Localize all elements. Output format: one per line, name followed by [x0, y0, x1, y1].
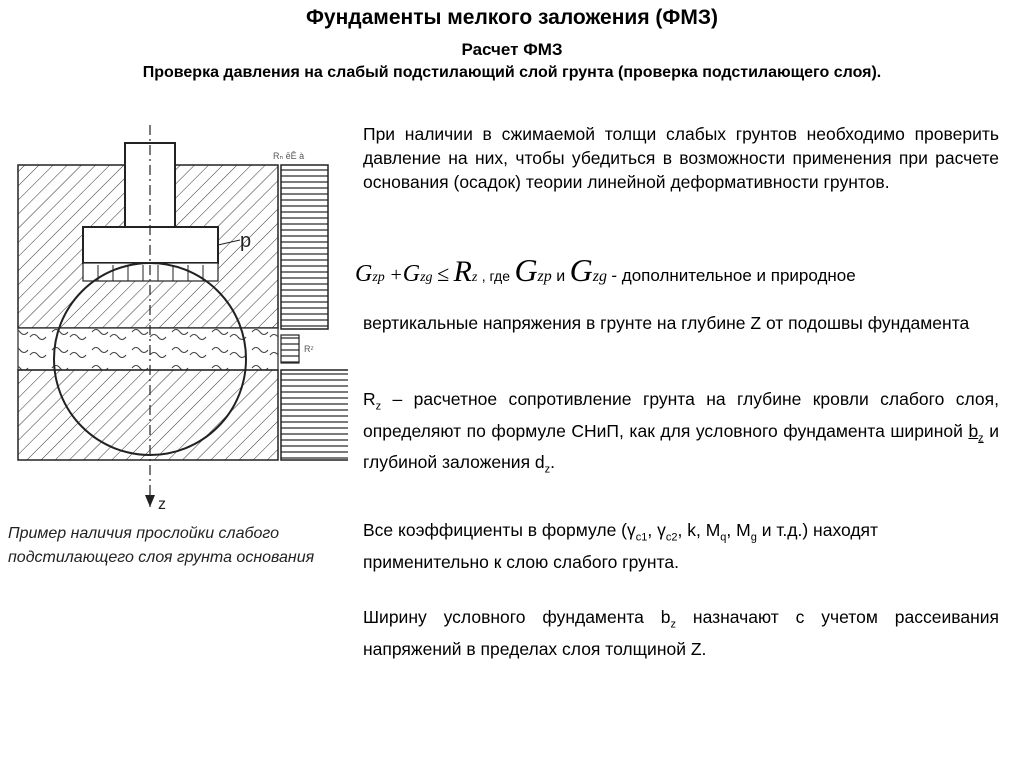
- paragraph-coefficients: Все коэффициенты в формуле (γc1, γc2, k,…: [363, 518, 999, 574]
- dz-symbol: d: [534, 452, 545, 472]
- formula-subr: z: [471, 270, 478, 285]
- page-title: Фундаменты мелкого заложения (ФМЗ): [306, 6, 718, 29]
- rz-text2: и глубиной заложения: [363, 420, 1000, 473]
- z-arrow-head: [145, 495, 155, 507]
- formula-and: и: [556, 268, 566, 285]
- paragraph-width: Ширину условного фундамента bz назначают…: [363, 605, 999, 661]
- coef-sub3: q: [720, 531, 727, 544]
- bz-symbol: b: [968, 420, 979, 441]
- formula-g2: G: [402, 261, 421, 287]
- coef-text3: , k, M: [677, 520, 721, 540]
- label-p: p: [240, 230, 251, 252]
- width-sub1: z: [670, 618, 677, 631]
- rz-symbol: R: [363, 389, 376, 409]
- coef-text2: , γ: [647, 520, 666, 540]
- bz-subscript: z: [978, 432, 984, 444]
- lower-soil-layer: [17, 369, 279, 461]
- formula-g4: G: [569, 252, 593, 288]
- label-r2: Rᶻ: [304, 344, 314, 354]
- coef-text4: , M: [726, 520, 751, 540]
- paragraph-intro: При наличии в сжимаемой толщи слабых гру…: [363, 124, 999, 192]
- rz-text1: – расчетное сопротивление грунта на глуб…: [363, 389, 999, 441]
- dz-subscript: z: [544, 463, 551, 476]
- coef-sub1: c1: [635, 531, 648, 544]
- rz-subscript: z: [375, 400, 382, 413]
- natural-stress-bar-weak: [280, 334, 300, 364]
- formula-line: Gzp +Gzg ≤ Rz , где Gzp и Gzg - дополнит…: [355, 252, 1023, 300]
- coef-text5: и т.д.) находят применительно к слою сла…: [363, 520, 879, 572]
- paragraph-rz: Rz – расчетное сопротивление грунта на г…: [363, 387, 999, 482]
- formula-sub4: zg: [592, 268, 607, 285]
- formula-g1: G: [355, 261, 373, 287]
- section-heading: Проверка давления на слабый подстилающий…: [142, 64, 882, 81]
- formula-leq: ≤: [437, 261, 450, 286]
- formula-sub1: zp: [372, 270, 385, 285]
- page-subtitle: Расчет ФМЗ: [461, 40, 563, 59]
- formula-g3: G: [514, 252, 538, 288]
- width-text2: назначают с учетом рассеивания напряжени…: [363, 607, 999, 659]
- label-z: z: [158, 496, 166, 513]
- paragraph-stresses: вертикальные напряжения в грунте на глуб…: [363, 313, 970, 333]
- rz-text3: .: [550, 452, 556, 472]
- formula-sub2: zg: [420, 270, 433, 285]
- coef-text1: Все коэффициенты в формуле (γ: [363, 520, 636, 540]
- foundation-diagram: p z Rₙ ēĒ à Rᶻ: [17, 125, 348, 513]
- natural-stress-bar-lower: [280, 369, 348, 461]
- natural-stress-bar-upper: [280, 164, 329, 330]
- figure-caption: Пример наличия прослойки слабого подстил…: [8, 525, 315, 566]
- formula-sub3: zp: [537, 268, 552, 285]
- formula-r: R: [453, 255, 472, 288]
- formula-plus: +: [389, 264, 403, 286]
- coef-sub4: g: [750, 531, 757, 544]
- formula-description: - дополнительное и природное: [611, 266, 856, 285]
- formula-where: , где: [481, 268, 510, 284]
- label-r1: Rₙ ēĒ à: [273, 151, 304, 161]
- coef-sub2: c2: [665, 531, 678, 544]
- width-text1: Ширину условного фундамента b: [363, 607, 671, 627]
